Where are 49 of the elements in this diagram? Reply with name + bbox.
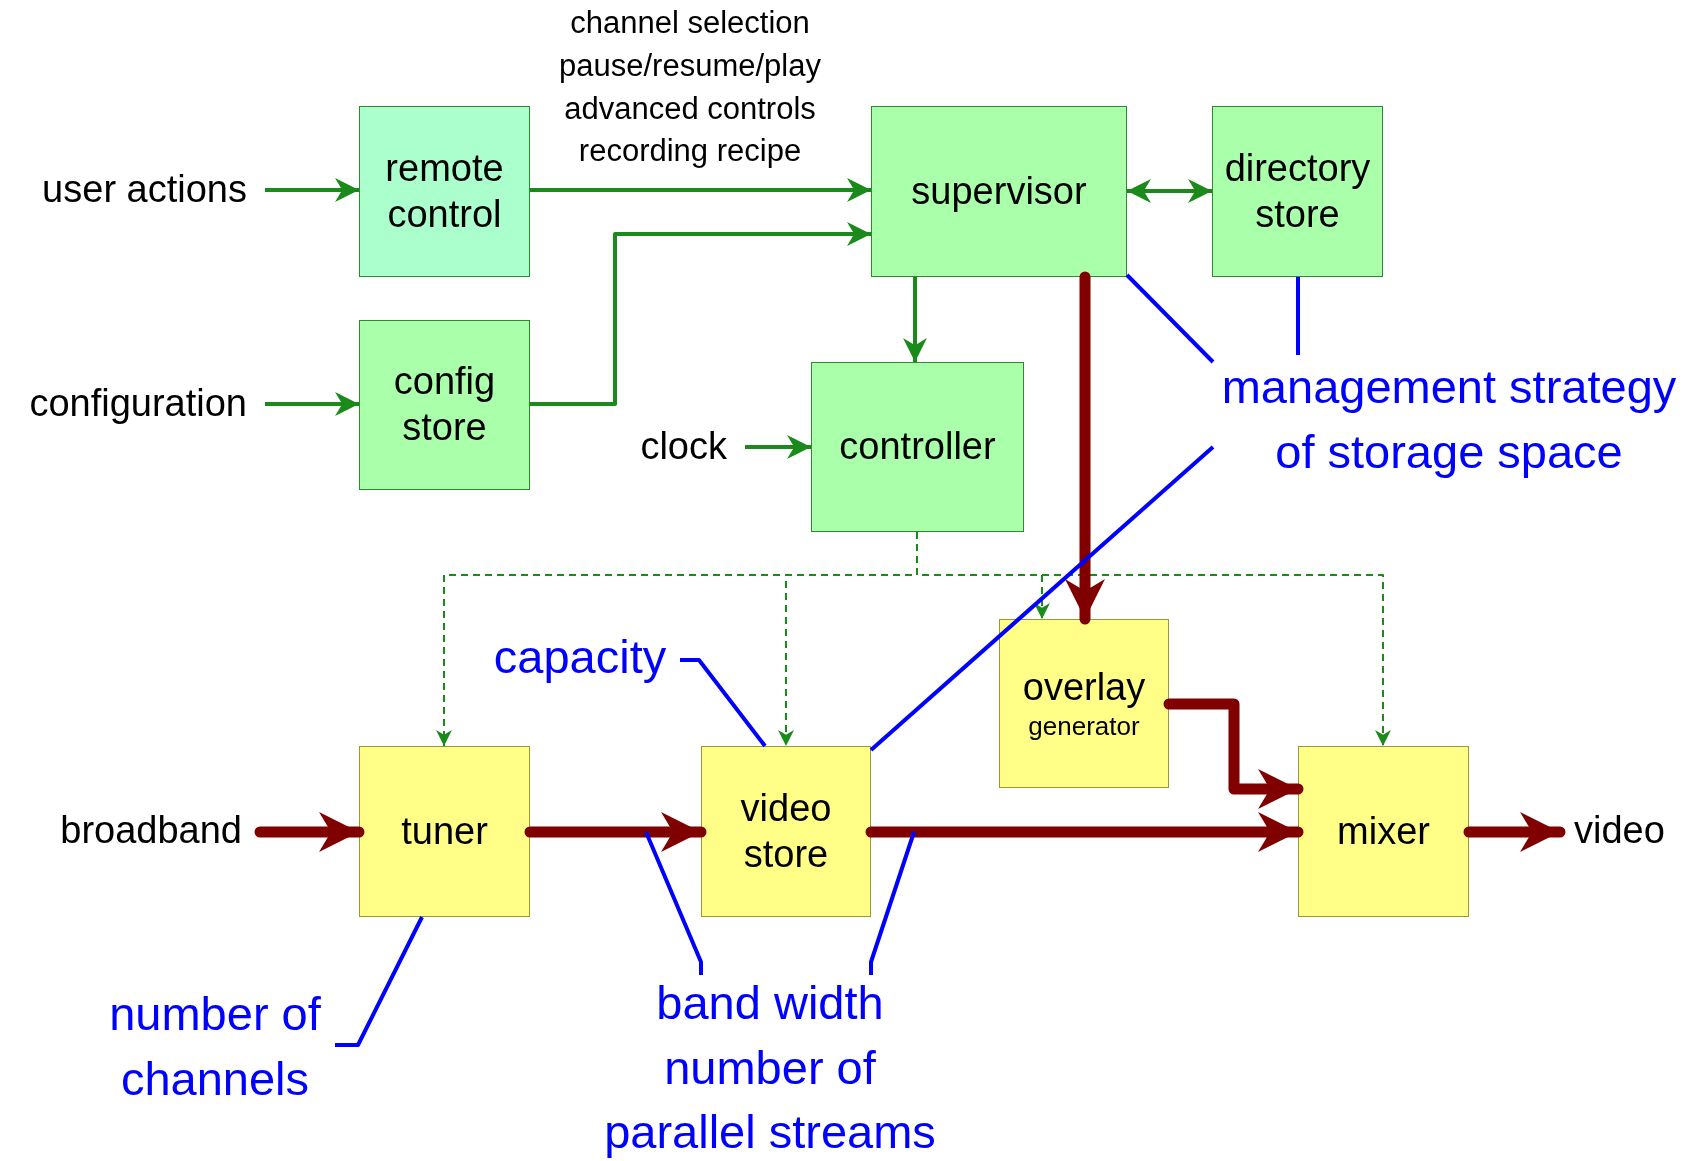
process-box [359, 320, 530, 490]
process-box [1298, 746, 1469, 917]
arrow [1065, 271, 1105, 625]
arrow [524, 812, 707, 852]
box-label: tuner [401, 808, 488, 854]
arrow [265, 178, 359, 202]
process-box [701, 746, 871, 917]
process-box [1212, 106, 1383, 277]
leader-line [869, 445, 1215, 752]
annotation-text: capacity [480, 625, 680, 690]
arrow [265, 392, 359, 416]
leader-line [335, 916, 424, 1047]
arrow [530, 222, 871, 406]
annotation-text: band width number of parallel streams [585, 975, 955, 1161]
leader-line [1296, 277, 1300, 355]
signal-label: video [1560, 807, 1680, 855]
annotation-text: number of channels [95, 982, 335, 1112]
box-label: config store [392, 359, 497, 450]
box-label: controller [839, 424, 996, 470]
signal-label: broadband [40, 807, 260, 855]
edge-label: channel selection pause/resume/play advanced controls recording recipe [558, 4, 822, 171]
arrow [745, 435, 811, 459]
process-box [359, 106, 530, 277]
leader-line [1125, 273, 1215, 364]
leader-line [644, 831, 703, 975]
leader-line [680, 658, 767, 748]
box-label: supervisor [911, 168, 1087, 214]
box-label: directory store [1223, 145, 1372, 237]
signal-label: user actions [25, 166, 265, 214]
process-box [999, 619, 1169, 788]
arrow [1463, 812, 1566, 852]
arrow [865, 812, 1304, 852]
box-label: mixer [1337, 808, 1430, 854]
box-label: video store [739, 785, 833, 877]
box-label: overlay [1022, 665, 1146, 711]
arrow [1127, 179, 1212, 203]
box-label: remote control [384, 145, 505, 237]
process-box [871, 106, 1127, 277]
arrow [530, 178, 871, 202]
process-box [811, 362, 1024, 532]
process-box [359, 746, 530, 917]
arrow [254, 812, 365, 852]
arrow [1163, 698, 1304, 809]
signal-label: configuration [10, 380, 265, 428]
leader-line [869, 831, 916, 975]
arrow [903, 277, 927, 362]
signal-label: clock [640, 423, 745, 471]
box-label: generator [1028, 710, 1140, 742]
annotation-text: management strategy of storage space [1205, 355, 1693, 485]
